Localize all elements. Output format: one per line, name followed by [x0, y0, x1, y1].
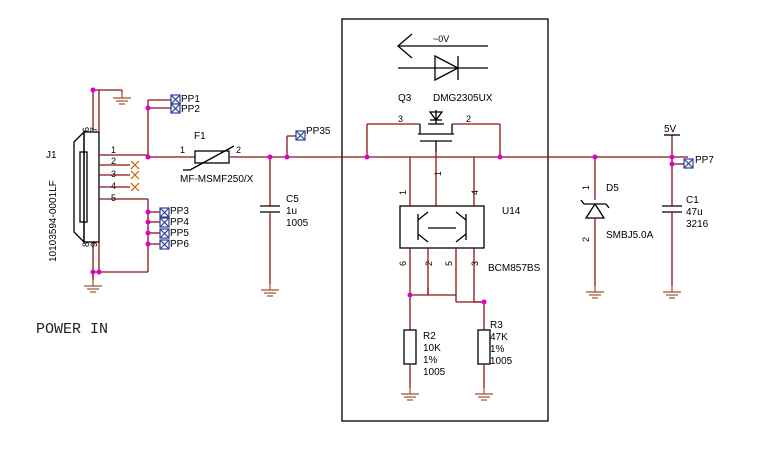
q3-pin-3: 3	[398, 114, 403, 124]
pp1-label: PP1	[181, 94, 200, 105]
u14-pin-4: 4	[470, 190, 480, 195]
pp6-label: PP6	[170, 239, 189, 250]
c5-package: 1005	[286, 218, 309, 229]
u14-pin-3: 3	[470, 261, 480, 266]
capacitor-c1	[662, 205, 682, 213]
q3-part: DMG2305UX	[433, 93, 493, 104]
pp4-label: PP4	[170, 217, 189, 228]
tvs-diode-d5	[580, 199, 610, 219]
d5-pin-1: 1	[581, 185, 591, 190]
j1-pin-6: 6	[81, 127, 91, 132]
j1-pin-4: 4	[111, 181, 116, 191]
test-point-pp2	[170, 103, 181, 114]
j1-pin-2: 2	[111, 156, 116, 166]
resistor-r2	[403, 329, 417, 365]
d5-ref: D5	[606, 183, 619, 194]
c5-ref: C5	[286, 194, 299, 205]
r2-ref: R2	[423, 331, 436, 342]
no-connect-marks	[130, 160, 140, 192]
pp5-label: PP5	[170, 228, 189, 239]
diode-voltage-label: ~0V	[433, 34, 449, 44]
d5-part: SMBJ5.0A	[606, 230, 654, 241]
junction-dots	[90, 87, 675, 305]
ground-symbol-j1	[83, 279, 103, 293]
r2-value: 10K	[423, 343, 441, 354]
j1-pin-3: 3	[111, 169, 116, 179]
j1-pin-9: 9	[89, 242, 99, 247]
u14-part: BCM857BS	[488, 263, 541, 274]
test-point-pp6	[159, 239, 170, 250]
q3-pin-1: 1	[433, 171, 443, 176]
ground-symbol-top-left	[112, 91, 132, 105]
pp2-label: PP2	[181, 104, 200, 115]
fuse-f1	[183, 145, 235, 171]
connector-j1	[73, 90, 148, 278]
u14-pin-5: 5	[444, 261, 454, 266]
ground-symbol-c5	[260, 283, 280, 297]
test-point-pp1	[170, 94, 181, 105]
q3-pin-2: 2	[466, 114, 471, 124]
ideal-diode-block	[341, 18, 549, 422]
test-point-pp4	[159, 217, 170, 228]
c5-value: 1u	[286, 206, 297, 217]
capacitor-c5	[260, 205, 280, 213]
d5-pin-2: 2	[581, 237, 591, 242]
c1-package: 3216	[686, 219, 709, 230]
f1-part: MF-MSMF250/X	[180, 174, 254, 185]
page-title: POWER IN	[36, 321, 108, 338]
r3-tolerance: 1%	[490, 344, 505, 355]
mosfet-q3	[418, 110, 454, 152]
f1-pin-2: 2	[236, 145, 241, 155]
test-point-pp5	[159, 228, 170, 239]
r2-tolerance: 1%	[423, 355, 438, 366]
ground-symbol-r2	[400, 387, 420, 401]
ground-symbol-d5	[585, 285, 605, 299]
j1-pin-1: 1	[111, 145, 116, 155]
test-point-pp3	[159, 207, 170, 218]
r3-ref: R3	[490, 320, 503, 331]
f1-pin-1: 1	[180, 145, 185, 155]
transistor-pair-u14	[399, 205, 485, 249]
pp35-label: PP35	[306, 126, 331, 137]
j1-pin-7: 7	[89, 127, 99, 132]
pp3-label: PP3	[170, 206, 189, 217]
pp7-label: PP7	[695, 155, 714, 166]
q3-ref: Q3	[398, 93, 412, 104]
u14-pin-1: 1	[398, 190, 408, 195]
test-point-pp35	[295, 130, 306, 141]
u14-ref: U14	[502, 206, 521, 217]
r3-value: 47K	[490, 332, 508, 343]
current-direction-arrow	[397, 33, 488, 59]
rail-5v-label: 5V	[664, 124, 677, 135]
j1-pin-5: 5	[111, 193, 116, 203]
f1-ref: F1	[194, 131, 206, 142]
diode-symbol	[398, 54, 488, 82]
u14-pin-2: 2	[424, 261, 434, 266]
r3-package: 1005	[490, 356, 513, 367]
j1-ref: J1	[46, 150, 57, 161]
resistor-r3	[477, 329, 491, 365]
r2-package: 1005	[423, 367, 446, 378]
ground-symbol-c1	[662, 285, 682, 299]
c1-ref: C1	[686, 195, 699, 206]
ground-symbol-r3	[474, 387, 494, 401]
c1-value: 47u	[686, 207, 703, 218]
j1-part: 10103594-0001LF	[48, 180, 59, 262]
test-point-pp7	[683, 158, 694, 169]
j1-pin-8: 8	[81, 242, 91, 247]
u14-pin-6: 6	[398, 261, 408, 266]
